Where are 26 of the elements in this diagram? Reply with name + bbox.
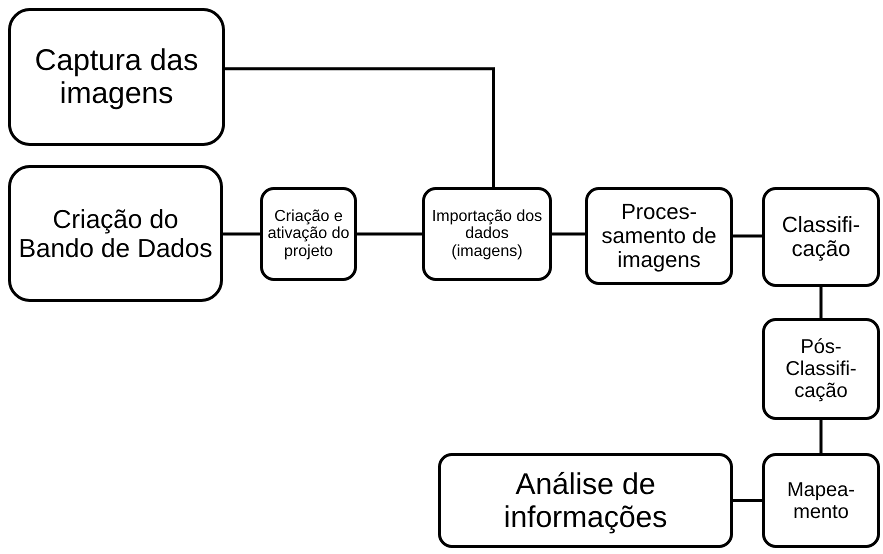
box-label: Criação do Bando de Dados: [18, 204, 214, 262]
process-box: [438, 453, 733, 548]
process-box: [762, 187, 880, 287]
box-label: Proces- samento de imagens: [600, 200, 718, 272]
box-label: Mapea- mento: [786, 478, 856, 522]
connector-line: [225, 67, 495, 187]
connector-line: [552, 232, 585, 236]
box-label: Análise de informações: [502, 468, 668, 534]
process-box: [422, 187, 552, 281]
process-box: [762, 318, 880, 420]
connector-line: [733, 234, 762, 238]
box-label: Criação e ativação do projeto: [267, 208, 350, 260]
process-box: [260, 187, 357, 281]
box-label: Captura das imagens: [34, 44, 200, 110]
process-box: [8, 8, 225, 146]
connector-line: [820, 420, 822, 453]
process-box: [8, 165, 223, 302]
box-label: Pós- Classifi- cação: [784, 336, 858, 402]
process-box: [585, 187, 733, 285]
process-box: [762, 453, 880, 548]
box-label: Importação dos dados (imagens): [430, 208, 544, 260]
connector-line: [223, 232, 260, 236]
connector-line: [357, 232, 422, 236]
box-label: Classifi- cação: [780, 212, 862, 262]
connector-line: [733, 499, 762, 502]
connector-line: [820, 287, 822, 318]
